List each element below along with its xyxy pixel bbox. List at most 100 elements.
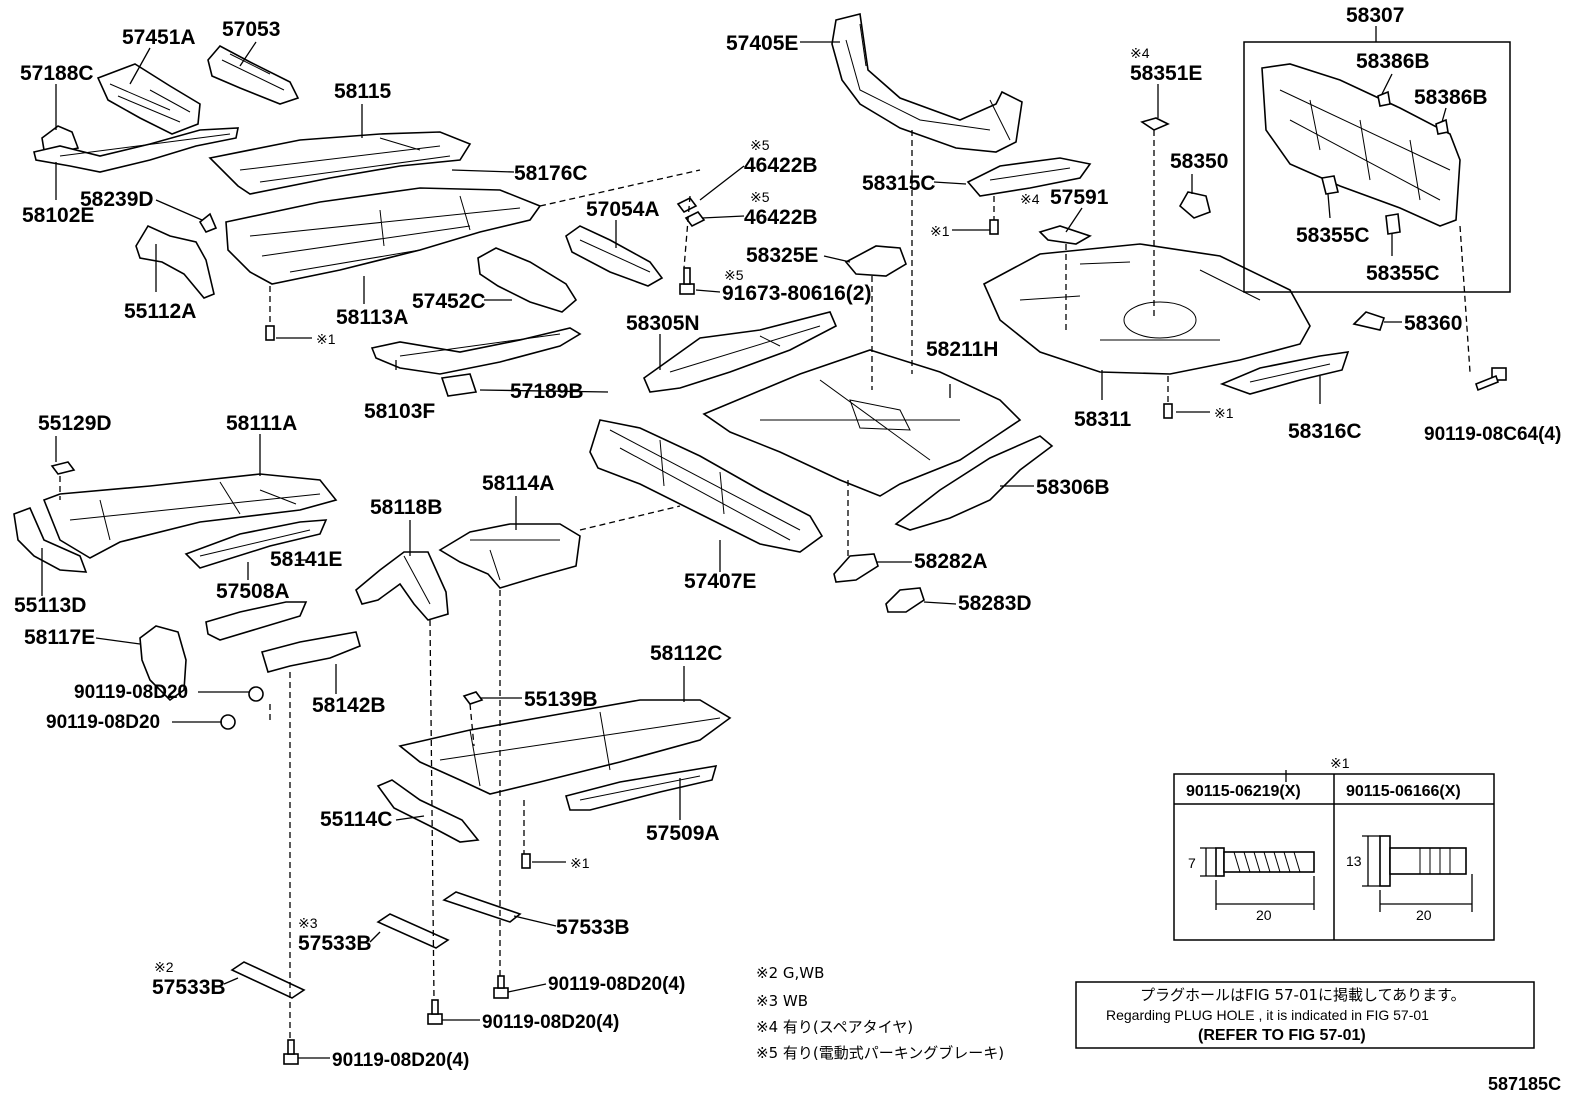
part-58111A[interactable] (42, 473, 338, 559)
part-55129D[interactable] (50, 461, 76, 475)
label-58360: 58360 (1404, 312, 1462, 335)
label-58115: 58115 (334, 80, 392, 103)
part-58103F[interactable] (370, 327, 582, 375)
label-58351E: 58351E (1130, 62, 1202, 85)
label-58142B: 58142B (312, 694, 386, 717)
part-58102E[interactable] (33, 127, 239, 173)
part-55113D[interactable] (13, 506, 88, 573)
label-57054A: 57054A (586, 198, 660, 221)
part-91673-bolt[interactable] (679, 267, 695, 295)
legend-notes: ※2 G,WB ※3 WB ※4 有り(スペアタイヤ) ※5 有り(電動式パーキ… (756, 964, 1004, 1062)
part-58115[interactable] (208, 131, 472, 195)
label-57405E: 57405E (726, 32, 798, 55)
part-55114C[interactable] (376, 779, 480, 843)
label-55112A: 55112A (124, 300, 196, 323)
part-58283D[interactable] (885, 587, 925, 613)
part-58141E[interactable] (205, 601, 308, 641)
part-57508A[interactable] (184, 519, 328, 569)
part-58355C-left[interactable] (1321, 175, 1339, 195)
label-58117E: 58117E (24, 626, 95, 649)
label-58176C: 58176C (514, 162, 588, 185)
part-57509A[interactable] (565, 765, 718, 811)
part-58311[interactable] (982, 243, 1311, 375)
part-57452C[interactable] (477, 247, 578, 313)
label-58350: 58350 (1170, 150, 1228, 173)
part-58113A[interactable] (225, 187, 542, 285)
part-58306B[interactable] (894, 435, 1054, 531)
mark2: ※2 (154, 959, 174, 975)
part-55139B[interactable] (462, 691, 484, 705)
label-58305N: 58305N (626, 312, 700, 335)
part-57053[interactable] (207, 44, 300, 105)
part-57451A[interactable] (96, 63, 201, 135)
part-57405E[interactable] (831, 13, 1023, 153)
part-58315C[interactable] (966, 157, 1092, 197)
mark1-a: ※1 (316, 331, 336, 347)
part-55112A[interactable] (135, 224, 215, 299)
label-57053: 57053 (222, 18, 280, 41)
part-58117E[interactable] (139, 625, 187, 702)
part-58386B-right[interactable] (1435, 118, 1449, 135)
part-58239D[interactable] (198, 212, 218, 233)
part-90119-08D20-bolt-b[interactable] (220, 714, 236, 730)
part-bolt-mark1-c[interactable] (1163, 403, 1173, 419)
part-58350[interactable] (1178, 191, 1211, 219)
leader-lines (41, 26, 1447, 1059)
part-58211H[interactable] (702, 349, 1022, 497)
part-57533B-b[interactable] (376, 913, 450, 949)
part-58360[interactable] (1352, 311, 1386, 331)
part-58114A[interactable] (438, 523, 581, 589)
part-58325E[interactable] (844, 245, 907, 277)
part-bolt-mark1-d[interactable] (521, 853, 531, 869)
part-58282A[interactable] (833, 553, 879, 583)
label-91673: 91673-80616(2) (722, 282, 871, 305)
bolt-table-mark: ※1 (1330, 755, 1350, 771)
label-57452C: 57452C (412, 290, 486, 313)
part-58351E[interactable] (1140, 117, 1170, 131)
part-90119-08D20-bolt-a[interactable] (248, 686, 264, 702)
label-58325E: 58325E (746, 244, 818, 267)
part-bolt-mark1-b[interactable] (989, 219, 999, 235)
part-57407E[interactable] (589, 419, 824, 553)
mark5-a: ※5 (750, 137, 770, 153)
legend-note-5: ※5 有り(電動式パーキングブレーキ) (756, 1044, 1004, 1062)
label-57451A: 57451A (122, 26, 196, 49)
label-57509A: 57509A (646, 822, 720, 845)
mark4-b: ※4 (1020, 191, 1040, 207)
part-bolt-mark1-a[interactable] (265, 325, 275, 341)
part-58316C[interactable] (1219, 351, 1350, 395)
part-58386B-left[interactable] (1377, 90, 1391, 107)
bolt-table: ※1 90115-06219(X) 90115-06166(X) 7 20 13… (1173, 755, 1495, 941)
part-58112C[interactable] (398, 699, 732, 795)
part-58142B[interactable] (260, 631, 361, 673)
part-57591[interactable] (1038, 225, 1092, 245)
part-58355C-right[interactable] (1385, 213, 1401, 235)
label-55113D: 55113D (14, 594, 86, 617)
part-90119-08D20-bolt-c[interactable] (493, 975, 509, 999)
refer-box-ref: (REFER TO FIG 57-01) (1198, 1027, 1366, 1044)
part-46422B-upper[interactable] (676, 196, 698, 214)
part-58118B[interactable] (355, 551, 449, 621)
assembly-lines (59, 130, 1471, 1040)
part-90119-08D20-bolt-d[interactable] (427, 999, 443, 1025)
label-90119-08C64: 90119-08C64(4) (1424, 424, 1561, 445)
label-57508A: 57508A (216, 580, 290, 603)
label-57533B-a: 57533B (556, 916, 630, 939)
label-58386B-right: 58386B (1414, 86, 1488, 109)
label-57188C: 57188C (20, 62, 94, 85)
bolt-1-height: 7 (1188, 855, 1196, 871)
part-46422B-lower[interactable] (684, 210, 706, 228)
part-58305N[interactable] (643, 311, 838, 393)
label-58118B: 58118B (370, 496, 442, 519)
part-57533B-a[interactable] (442, 891, 522, 923)
part-57533B-c[interactable] (230, 961, 306, 999)
part-90119-08D20-bolt-e[interactable] (283, 1039, 299, 1065)
part-90119-08C64-bolt[interactable] (1475, 367, 1507, 392)
label-57189B: 57189B (510, 380, 584, 403)
part-57189B[interactable] (440, 373, 478, 397)
mark1-d: ※1 (570, 855, 590, 871)
label-58386B-left: 58386B (1356, 50, 1430, 73)
part-58307[interactable] (1261, 63, 1461, 227)
part-57054A[interactable] (565, 225, 664, 287)
